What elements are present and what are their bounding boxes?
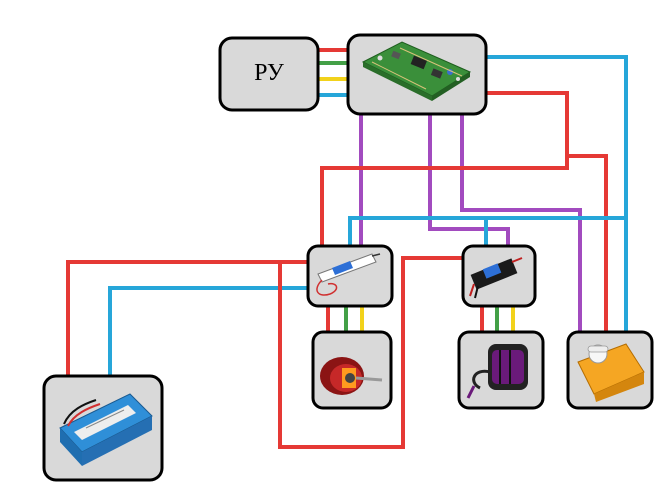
servo-box [566,330,654,410]
wire-blue-controller-servo [486,55,628,332]
battery-box [42,374,164,482]
wire-purple-controller-esc-right [428,113,510,248]
esc-right-box [461,244,537,308]
motor-icon [466,344,528,399]
wire-red-battery-esc [66,260,308,378]
esc-icon [316,253,381,296]
battery-icon [59,393,153,466]
wire-red-loop [278,256,463,449]
motor-icon [320,357,383,395]
esc-left-box [306,244,394,308]
esc-icon [469,257,523,299]
motor-left-box [311,330,393,410]
motor-right-box [457,330,545,410]
wire-blue-esc-bus [348,216,626,248]
wires [66,48,628,449]
receiver-label: РУ [254,60,284,86]
circuit-board-icon [361,41,472,101]
receiver-box: РУ [218,36,320,112]
wire-red-esc-left-bus [320,156,569,248]
servo-icon [577,343,645,402]
wire-blue-battery-esc [108,286,308,378]
wire-purple-controller-servo [460,113,582,332]
controller-box [346,33,488,116]
